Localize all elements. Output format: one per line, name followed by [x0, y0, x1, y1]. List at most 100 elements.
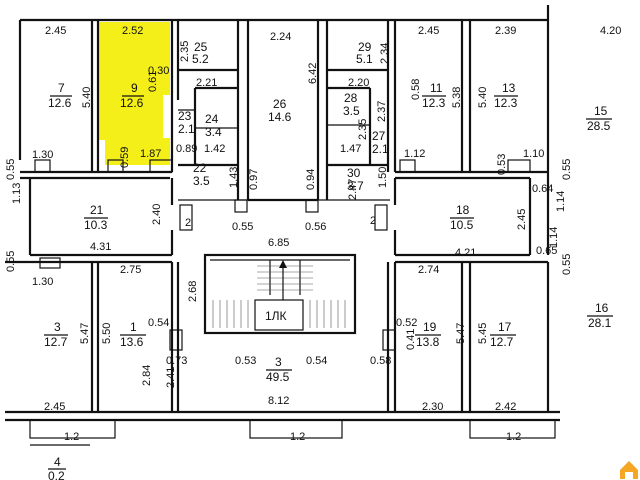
room-number: 27: [372, 129, 386, 143]
dimension: 0.64: [532, 183, 553, 195]
dimension: 5.45: [477, 323, 489, 344]
room-number: 1: [130, 320, 137, 334]
dimension: 1.2: [64, 431, 79, 443]
dimension: 1.47: [340, 143, 361, 155]
dimension: 2.84: [141, 365, 153, 386]
dimension: 2.41: [165, 367, 177, 388]
dimension: 1.13: [11, 183, 23, 204]
dimension: 5.47: [455, 323, 467, 344]
room-number: 19: [423, 320, 437, 334]
dimension: 2.68: [187, 281, 199, 302]
room-area: 3.5: [193, 174, 210, 188]
home-logo-icon: [620, 461, 638, 479]
dimension: 0.54: [306, 355, 327, 367]
dimension: 1.30: [32, 149, 53, 161]
room-area: 10.3: [84, 218, 108, 232]
dimension: 0.55: [5, 251, 17, 272]
stairwell: [203, 253, 357, 335]
room-number: 30: [347, 166, 361, 180]
dimension: 1.50: [377, 167, 389, 188]
dimension: 2: [185, 217, 191, 229]
balconies: [29, 419, 556, 446]
room-area: 13.6: [120, 335, 144, 349]
room-area: 5.1: [356, 52, 373, 66]
dimension: 1.12: [404, 148, 425, 160]
dimension: 0.89: [176, 143, 197, 155]
dimension: 2.45: [418, 25, 439, 37]
room-number: 18: [456, 203, 470, 217]
dimension: 2.30: [422, 401, 443, 413]
dimension: 0.56: [305, 221, 326, 233]
room-area: 49.5: [266, 370, 290, 384]
room-number: 23: [178, 109, 192, 123]
dimension: 1.2: [290, 431, 305, 443]
dimension: 2: [370, 215, 376, 227]
room-area: 2.1: [178, 122, 195, 136]
stair-label: 1ЛК: [265, 309, 287, 323]
dimension: 2.35: [357, 119, 369, 140]
dimension: 2.74: [418, 264, 439, 276]
dimension: 8.12: [268, 395, 289, 407]
room-number: 11: [430, 81, 443, 95]
room-area: 12.3: [494, 96, 518, 110]
room-area: 10.5: [450, 218, 474, 232]
room-number: 21: [90, 203, 104, 217]
dimension: 4.31: [90, 241, 111, 253]
room-number: 15: [594, 104, 608, 118]
room-number: 26: [273, 97, 287, 111]
room-area: 3.7: [347, 179, 364, 193]
dimension: 0.55: [5, 159, 17, 180]
bottom-partitions: [5, 159, 550, 412]
top-partitions: [90, 20, 472, 202]
room-number: 17: [498, 320, 512, 334]
room-number: 25: [194, 40, 208, 54]
room-number: 16: [595, 301, 609, 315]
dimension: 1.10: [523, 148, 544, 160]
room-area: 5.2: [192, 52, 209, 66]
dimension: 2.42: [495, 401, 516, 413]
dimension: 2.34: [379, 43, 391, 64]
room-area: 12.7: [44, 335, 68, 349]
room-area: 12.6: [120, 96, 144, 110]
dimension: 0.55: [232, 221, 253, 233]
dimension: 0.65: [536, 245, 557, 257]
dimension: 5.40: [477, 87, 489, 108]
dimension: 0.30: [148, 65, 169, 77]
room-number: 24: [205, 112, 219, 126]
room-number: 9: [131, 81, 138, 95]
dimension: 1.87: [140, 148, 161, 160]
dimension: 2.39: [495, 25, 516, 37]
dimension: 1.2: [506, 431, 521, 443]
dimension: 2.37: [376, 101, 388, 122]
room-area: 3.4: [205, 125, 222, 139]
dimension: 1.14: [555, 191, 567, 212]
room-number: 3: [275, 355, 282, 369]
dimension: 1.43: [228, 167, 240, 188]
dimension: 5.38: [451, 87, 463, 108]
dimension: 2.47: [347, 179, 359, 200]
room-9-highlight: [98, 22, 170, 165]
dimension: 0.97: [248, 169, 260, 190]
dimension: 0.61: [147, 71, 159, 92]
room-area: 28.5: [587, 119, 611, 133]
dimension: 2.52: [122, 25, 143, 37]
dimension: 0.59: [119, 147, 131, 168]
dimension: 0.41: [405, 329, 417, 350]
dimension: 0.53: [496, 154, 508, 175]
room-number: 29: [358, 40, 372, 54]
room-area: 12.3: [422, 96, 446, 110]
room-area: 0.2: [48, 469, 65, 480]
room-area: 3.5: [343, 104, 360, 118]
dimension: 0.55: [561, 159, 573, 180]
dimension: 0.73: [166, 355, 187, 367]
room-number: 22: [193, 161, 207, 175]
room-area: 14.6: [268, 110, 292, 124]
dimension: 5.50: [101, 323, 113, 344]
room-area: 12.6: [48, 96, 72, 110]
corridor-walls: [20, 170, 548, 257]
dimension: 0.58: [410, 79, 422, 100]
dimension: 4.21: [455, 247, 476, 259]
dimension: 0.55: [561, 254, 573, 275]
dimension: 2.45: [44, 401, 65, 413]
room-area: 13.8: [416, 335, 440, 349]
